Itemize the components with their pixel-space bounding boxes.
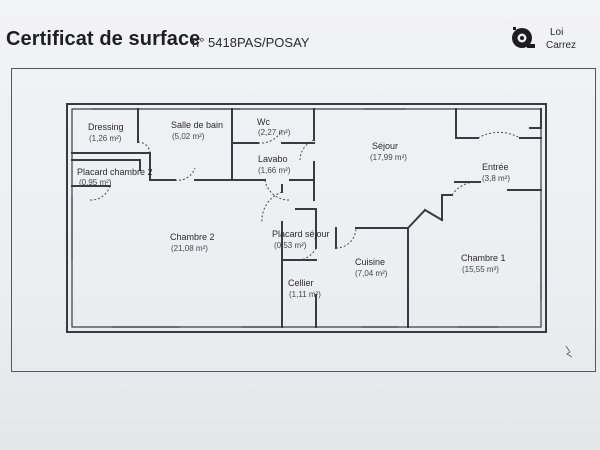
room-dressing-name: Dressing xyxy=(88,122,124,132)
loi-carrez-logo: Loi Carrez xyxy=(500,24,582,54)
certificate-header: Certificat de surface n° 5418PAS/POSAY L… xyxy=(0,0,600,62)
tape-measure-icon xyxy=(512,27,535,48)
room-chambre-1-area: (15,55 m²) xyxy=(462,265,499,274)
room-wc-area: (2,27 m²) xyxy=(258,128,291,137)
room-cellier-area: (1,11 m²) xyxy=(289,290,321,299)
room-sejour-area: (17,99 m²) xyxy=(370,153,407,162)
floor-plan-frame xyxy=(11,68,596,372)
room-salle-de-bain-area: (5,02 m²) xyxy=(172,132,205,141)
room-placard-chambre-2-area: (0,95 m²) xyxy=(79,178,112,187)
room-cellier-name: Cellier xyxy=(288,278,314,288)
room-chambre-1-name: Chambre 1 xyxy=(461,253,506,263)
logo-text-loi: Loi xyxy=(550,27,564,38)
room-sejour-name: Séjour xyxy=(372,141,399,151)
room-placard-sejour-name: Placard séjour xyxy=(272,229,330,239)
room-dressing-area: (1,26 m²) xyxy=(89,134,122,143)
room-entree-area: (3,8 m²) xyxy=(482,174,510,183)
room-cuisine-name: Cuisine xyxy=(355,257,386,267)
certificate-title: Certificat de surface xyxy=(6,28,201,50)
room-chambre-2-area: (21,08 m²) xyxy=(171,244,208,253)
room-chambre-2-name: Chambre 2 xyxy=(170,232,215,242)
room-placard-sejour-area: (0,53 m²) xyxy=(274,241,307,250)
certificate-number: n° 5418PAS/POSAY xyxy=(192,35,310,50)
room-placard-chambre-2-name: Placard chambre 2 xyxy=(77,167,153,177)
room-lavabo-name: Lavabo xyxy=(258,154,288,164)
room-lavabo-area: (1,66 m²) xyxy=(258,166,291,175)
logo-text-carrez: Carrez xyxy=(546,40,577,51)
room-entree-name: Entrée xyxy=(482,162,509,172)
room-cuisine-area: (7,04 m²) xyxy=(355,269,388,278)
room-salle-de-bain-name: Salle de bain xyxy=(171,120,224,130)
room-wc-name: Wc xyxy=(257,117,270,127)
